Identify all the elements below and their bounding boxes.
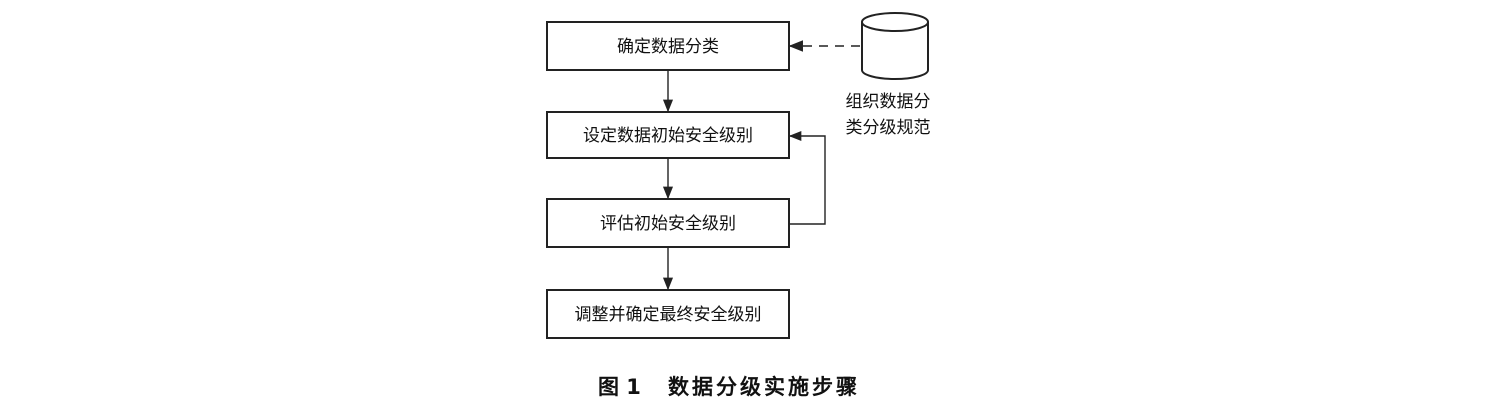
source-label-line2: 类分级规范 [846,118,931,138]
database-cylinder-icon [861,12,929,80]
step-label: 评估初始安全级别 [600,214,736,234]
step-evaluate-initial-security-level: 评估初始安全级别 [546,198,790,248]
step-set-initial-security-level: 设定数据初始安全级别 [546,111,790,159]
feedback-arrow-step3-to-step2 [788,130,826,225]
figure-title: 数据分级实施步骤 [668,375,860,399]
step-adjust-final-security-level: 调整并确定最终安全级别 [546,289,790,339]
step-label: 调整并确定最终安全级别 [575,305,762,325]
source-label-line1: 组织数据分 [846,92,931,112]
step-label: 确定数据分类 [617,37,719,57]
figure-number: 图 1 [598,375,641,399]
step-determine-data-classification: 确定数据分类 [546,21,790,71]
step-label: 设定数据初始安全级别 [583,126,753,146]
